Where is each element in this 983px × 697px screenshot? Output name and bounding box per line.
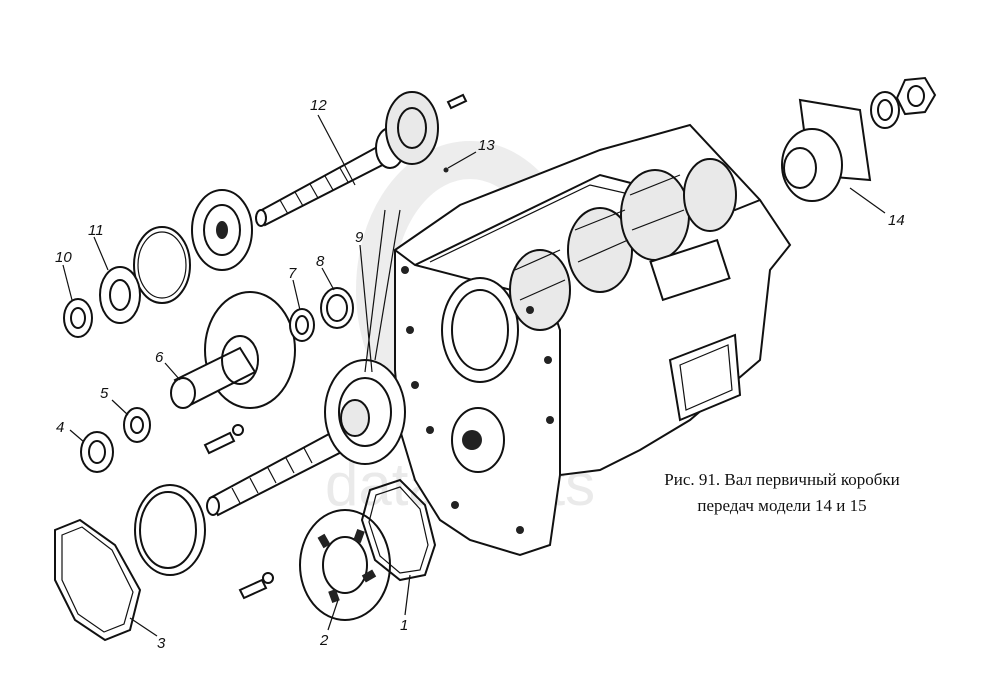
part-label-1: 1 (400, 617, 408, 634)
part-8-ring (320, 287, 354, 329)
part-labels: 12 13 11 10 7 8 9 6 5 4 3 2 1 14 (55, 97, 905, 652)
part-label-4: 4 (56, 419, 64, 436)
snap-ring (133, 226, 191, 304)
caption-line-2: передач модели 14 и 15 (697, 496, 867, 515)
leader-lines (62, 114, 886, 637)
part-5-bearing (123, 407, 151, 443)
part-label-7: 7 (288, 265, 297, 282)
figure-caption: Рис. 91. Вал первичный коробки передач м… (632, 467, 932, 519)
part-13-pin (443, 93, 468, 173)
bearing-upper (191, 189, 253, 271)
part-label-3: 3 (157, 635, 166, 652)
part-2-deflector (299, 509, 391, 621)
ring-lower (134, 484, 206, 576)
part-4-bearing (80, 431, 114, 473)
gearbox-housing (394, 123, 792, 557)
part-label-10: 10 (55, 249, 72, 266)
part-12-input-shaft (255, 91, 439, 227)
part-9-shaft (206, 359, 406, 517)
part-label-12: 12 (310, 97, 327, 114)
part-label-14: 14 (888, 212, 905, 229)
part-1-gasket (360, 478, 437, 582)
part-6-cover (170, 291, 296, 409)
part-label-6: 6 (155, 349, 164, 366)
caption-line-1: Рис. 91. Вал первичный коробки (664, 470, 900, 489)
part-7-ring (289, 308, 315, 342)
part-label-5: 5 (100, 385, 109, 402)
part-label-2: 2 (319, 632, 329, 649)
part-3-gasket (54, 518, 142, 642)
part-label-8: 8 (316, 253, 325, 270)
bolts (203, 424, 274, 600)
part-label-9: 9 (355, 229, 364, 246)
part-label-11: 11 (88, 222, 104, 239)
part-10-nut (63, 298, 93, 338)
part-11-seal (99, 266, 141, 324)
part-14-flange (781, 76, 937, 202)
part-label-13: 13 (478, 137, 495, 154)
